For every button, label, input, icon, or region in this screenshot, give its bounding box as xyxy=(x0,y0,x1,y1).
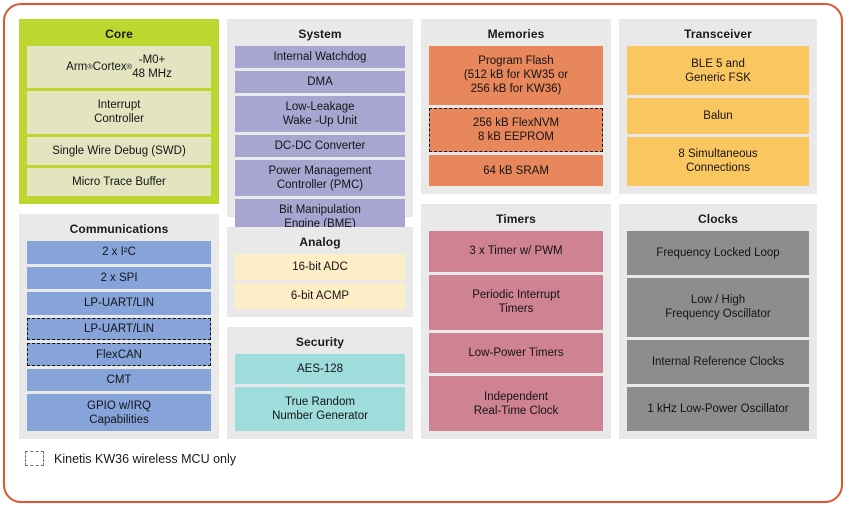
block-timers-2[interactable]: Low-Power Timers xyxy=(429,332,603,374)
block-system-1[interactable]: DMA xyxy=(235,71,405,94)
block-transceiver-1[interactable]: Balun xyxy=(627,98,809,134)
block-communications-3[interactable]: LP-UART/LIN xyxy=(27,317,211,341)
block-timers-0[interactable]: 3 x Timer w/ PWM xyxy=(429,231,603,272)
panel-title-timers: Timers xyxy=(496,212,536,226)
panel-title-security: Security xyxy=(295,335,345,349)
block-clocks-0[interactable]: Frequency Locked Loop xyxy=(627,231,809,276)
block-security-0[interactable]: AES-128 xyxy=(235,354,405,384)
block-clocks-2[interactable]: Internal Reference Clocks xyxy=(627,339,809,384)
block-system-3[interactable]: DC-DC Converter xyxy=(235,135,405,158)
block-communications-4[interactable]: FlexCAN xyxy=(27,343,211,366)
panel-title-transceiver: Transceiver xyxy=(684,27,752,41)
block-analog-0[interactable]: 16-bit ADC xyxy=(235,254,405,280)
panel-title-core: Core xyxy=(105,27,133,41)
panel-title-clocks: Clocks xyxy=(698,212,738,226)
block-core-3[interactable]: Micro Trace Buffer xyxy=(27,167,211,197)
panel-analog: Analog 16-bit ADC 6-bit ACMP xyxy=(227,227,413,317)
blocks-analog: 16-bit ADC 6-bit ACMP xyxy=(235,254,405,309)
block-system-0[interactable]: Internal Watchdog xyxy=(235,46,405,69)
panel-title-analog: Analog xyxy=(299,235,341,249)
panel-title-system: System xyxy=(298,27,342,41)
block-communications-1[interactable]: 2 x SPI xyxy=(27,266,211,290)
block-communications-2[interactable]: LP-UART/LIN xyxy=(27,292,211,315)
block-communications-5[interactable]: CMT xyxy=(27,368,211,392)
block-analog-1[interactable]: 6-bit ACMP xyxy=(235,283,405,309)
block-communications-0[interactable]: 2 x I²C xyxy=(27,241,211,264)
legend: Kinetis KW36 wireless MCU only xyxy=(25,451,236,466)
legend-label: Kinetis KW36 wireless MCU only xyxy=(54,451,236,466)
dashed-box-swatch-icon xyxy=(25,451,44,466)
block-core-0[interactable]: Arm® Cortex®-M0+48 MHz xyxy=(27,46,211,89)
block-clocks-3[interactable]: 1 kHz Low-Power Oscillator xyxy=(627,386,809,432)
block-memories-2[interactable]: 64 kB SRAM xyxy=(429,155,603,187)
panel-title-memories: Memories xyxy=(487,27,545,41)
block-core-2[interactable]: Single Wire Debug (SWD) xyxy=(27,136,211,165)
panel-title-communications: Communications xyxy=(69,222,169,236)
